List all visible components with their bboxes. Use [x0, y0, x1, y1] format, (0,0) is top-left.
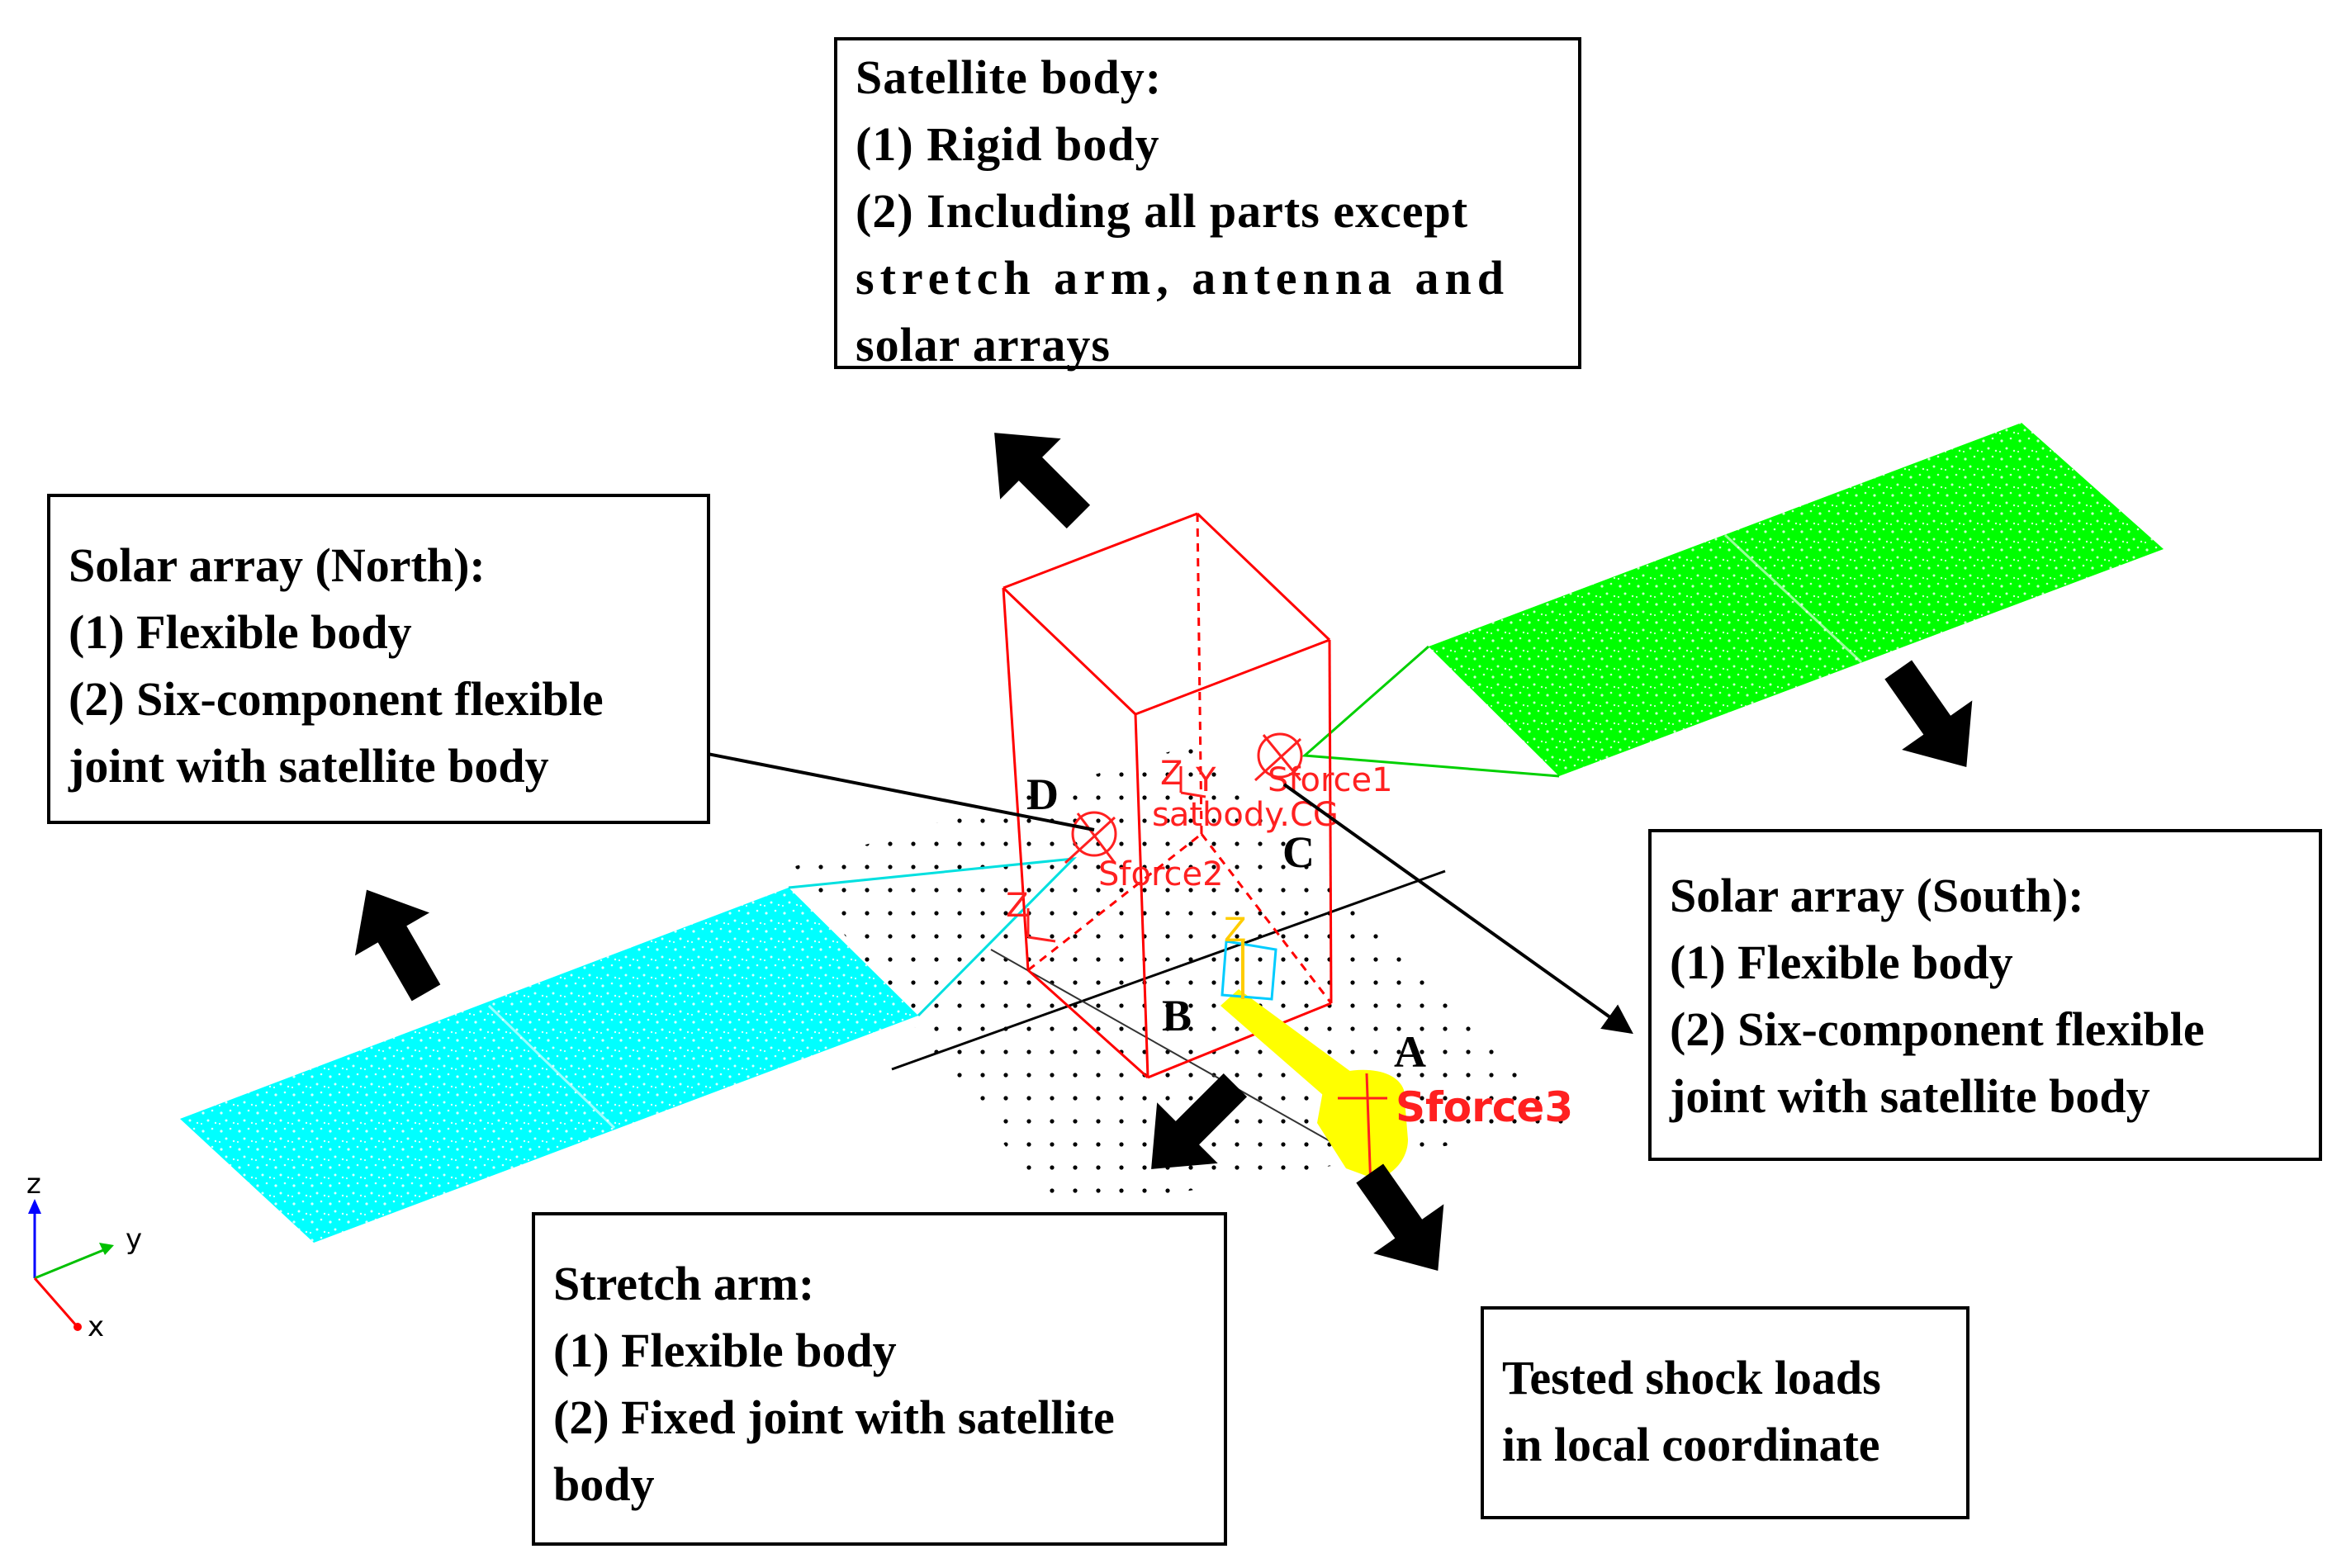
callout-item: (1) Flexible body	[1670, 936, 2013, 989]
callout-title: Solar array (North):	[69, 538, 486, 592]
callout-item: (2) Fixed joint with satellite	[553, 1390, 1115, 1444]
callout-item: solar arrays	[856, 318, 1111, 372]
block-arrow-south	[1884, 660, 1973, 767]
callout-solar-array-north: Solar array (North): (1) Flexible body (…	[47, 494, 710, 824]
callout-item: (1) Rigid body	[856, 117, 1160, 171]
callout-solar-array-south: Solar array (South): (1) Flexible body (…	[1648, 829, 2322, 1161]
solar-array-south	[1301, 423, 2164, 778]
point-d-label: D	[1026, 770, 1059, 819]
callout-item: (2) Six-component flexible	[1670, 1002, 2205, 1056]
callout-item: (2) Including all parts except	[856, 184, 1469, 238]
block-arrow-stretch-arm	[1151, 1073, 1248, 1169]
callout-shock-loads: Tested shock loads in local coordinate	[1481, 1306, 1969, 1519]
grid-axis-line	[891, 869, 1446, 1071]
solar-north-yoke	[788, 857, 1078, 1017]
point-a-label: A	[1394, 1027, 1426, 1077]
callout-item: in local coordinate	[1502, 1418, 1880, 1471]
triad-z-label: Z	[1160, 755, 1183, 793]
arm-z-label: Z	[1224, 912, 1246, 950]
triad-z-label-2: Z	[1006, 887, 1028, 925]
arm-root-joint	[1221, 940, 1277, 1001]
axis-z-label: z	[26, 1168, 41, 1201]
callout-title: Satellite body:	[856, 50, 1163, 104]
grid-axis-line	[990, 949, 1372, 1165]
axis-x-line	[33, 1277, 78, 1326]
callout-item: stretch arm, antenna and	[856, 251, 1510, 305]
callout-stretch-arm: Stretch arm: (1) Flexible body (2) Fixed…	[532, 1212, 1227, 1546]
callout-title: Stretch arm:	[553, 1257, 815, 1310]
point-b-label: B	[1162, 991, 1192, 1040]
axis-x-label: x	[88, 1310, 104, 1343]
joint-marker-d	[1064, 811, 1117, 865]
coordinate-triad: z y x	[26, 1168, 142, 1343]
callout-satellite-body: Satellite body: (1) Rigid body (2) Inclu…	[834, 37, 1581, 372]
sforce2-label: Sforce2	[1098, 855, 1224, 893]
axis-y-line	[34, 1247, 108, 1280]
callout-item: (2) Six-component flexible	[69, 672, 604, 726]
point-c-label: C	[1282, 827, 1315, 877]
triad-y-label: Y	[1195, 761, 1216, 799]
triad-marker	[1026, 766, 1206, 943]
callout-item: Tested shock loads	[1502, 1351, 1881, 1405]
sforce1-label: Sforce1	[1268, 761, 1393, 799]
axis-y-label: y	[126, 1223, 142, 1256]
satellite-body-frame	[1002, 512, 1333, 1079]
solar-south-yoke	[1301, 645, 1560, 778]
joint-marker-c	[1254, 732, 1303, 782]
callout-item: body	[553, 1457, 655, 1511]
callout-item: (1) Flexible body	[553, 1324, 897, 1377]
block-arrow-satellite-body	[994, 433, 1091, 529]
block-arrow-shock-loads	[1356, 1163, 1444, 1271]
block-arrow-north	[354, 889, 441, 1002]
callout-title: Solar array (South):	[1670, 869, 2084, 922]
sforce3-label: Sforce3	[1396, 1083, 1573, 1131]
callout-item: joint with satellite body	[1670, 1069, 2150, 1123]
solar-array-north	[180, 857, 1078, 1243]
stretch-arm	[1221, 940, 1408, 1190]
callout-item: (1) Flexible body	[69, 605, 412, 659]
leader-arrow-south	[1282, 783, 1633, 1035]
callout-item: joint with satellite body	[69, 739, 549, 793]
